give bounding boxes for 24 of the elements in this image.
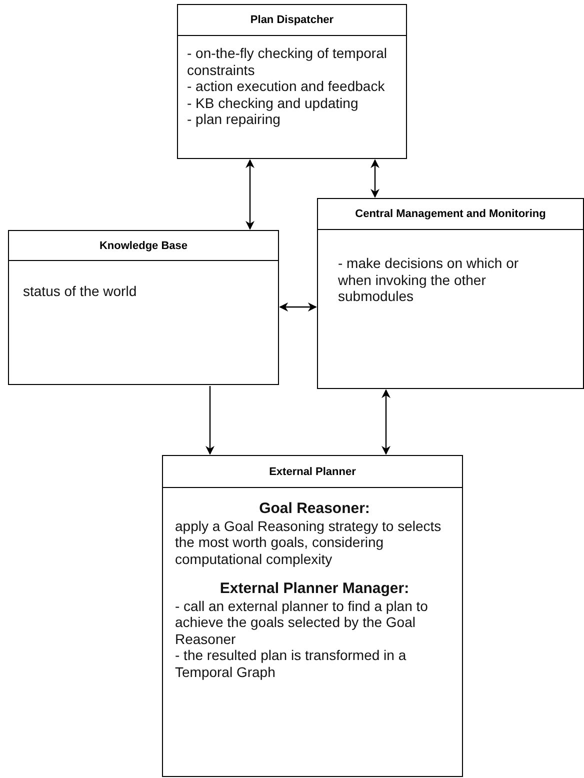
central-management-box (317, 198, 584, 389)
subheading: Goal Reasoner: (258, 501, 371, 518)
subheading: External Planner Manager: (218, 581, 410, 598)
arrow (206, 386, 214, 455)
box-title: Knowledge Base (99, 240, 188, 252)
body-text: - action execution and feedback (187, 78, 386, 94)
body-text: - make decisions on which or when invoking the other submodules (338, 255, 520, 304)
body-text: - call an external planner to find a plan to achieve the goals selected by the Goal Reasoner (175, 598, 429, 647)
arrow (370, 159, 380, 198)
arrow (382, 389, 390, 455)
body-text: status of the world (23, 283, 138, 300)
body-text: - KB checking and updating (187, 94, 360, 111)
box-title: Plan Dispatcher (250, 14, 334, 26)
body-text: apply a Goal Reasoning strategy to selects the most worth goals, considering computational complexity (175, 518, 442, 567)
box-title: External Planner (269, 466, 356, 478)
body-text: - on-the-fly checking of temporal constraints (187, 45, 388, 78)
body-text: - plan repairing (187, 111, 282, 128)
knowledge-base-box (8, 230, 279, 385)
body-text: - the resulted plan is transformed in a Temporal Graph (175, 647, 408, 680)
box-title: Central Management and Monitoring (355, 208, 546, 220)
arrow (246, 159, 254, 230)
arrow (279, 302, 317, 312)
external-planner-box (162, 455, 463, 777)
plan-dispatcher-box (177, 4, 407, 159)
